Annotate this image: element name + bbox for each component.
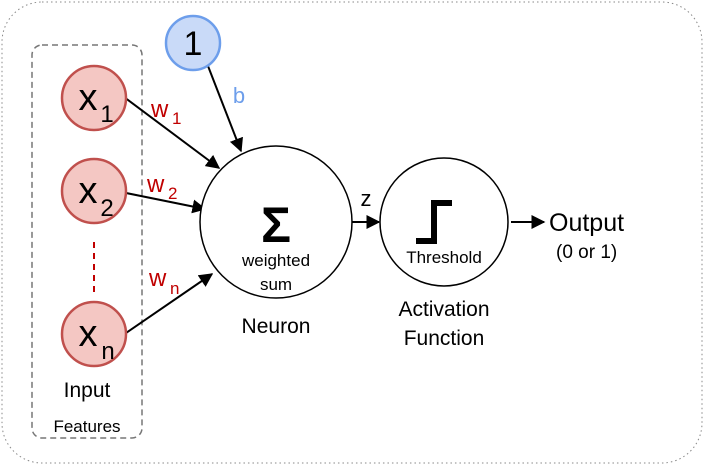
input-label: Input — [64, 379, 111, 402]
edge-bias-to-neuron — [207, 65, 243, 153]
svg-text:w: w — [146, 171, 165, 198]
weight-label-n: w n — [148, 265, 179, 298]
input-node-2-label: x — [79, 170, 98, 212]
activation-caption-line2: Function — [404, 327, 485, 350]
svg-text:w: w — [150, 96, 169, 123]
bias-node — [164, 14, 222, 72]
threshold-label: Threshold — [406, 248, 482, 267]
edge-x2-to-neuron — [125, 192, 207, 214]
input-features-box — [31, 44, 143, 439]
bias-edge-label: b — [233, 83, 245, 108]
input-node-n-subscript: n — [101, 338, 114, 365]
svg-text:n: n — [170, 279, 179, 298]
input-node-n-label: x — [79, 313, 98, 355]
output-label: Output — [549, 209, 624, 237]
svg-text:1: 1 — [172, 109, 181, 128]
output-sublabel: (0 or 1) — [556, 242, 617, 263]
input-node-2: x 2 — [60, 157, 128, 225]
activation-node — [379, 157, 509, 287]
weight-label-1: w 1 — [150, 96, 181, 128]
z-label: z — [361, 186, 372, 211]
features-label: Features — [53, 417, 120, 436]
sigma-symbol: Σ — [261, 197, 291, 253]
activation-caption-line1: Activation — [398, 298, 489, 321]
bias-node-label: 1 — [184, 25, 203, 63]
neuron-node — [199, 145, 353, 299]
weight-label-2: w 2 — [146, 171, 177, 203]
step-function-icon — [416, 200, 452, 244]
neuron-caption: Neuron — [242, 315, 311, 338]
input-node-n: x n — [60, 300, 128, 368]
input-node-2-subscript: 2 — [100, 195, 113, 222]
svg-text:w: w — [148, 265, 167, 292]
neuron-text-weighted: weighted — [241, 251, 310, 270]
edge-x1-to-neuron — [123, 96, 221, 169]
neuron-text-sum: sum — [260, 275, 292, 294]
input-node-1: x 1 — [60, 64, 128, 132]
input-node-1-subscript: 1 — [100, 101, 113, 128]
svg-text:2: 2 — [168, 184, 177, 203]
edge-xn-to-neuron — [125, 273, 214, 334]
input-node-1-label: x — [79, 77, 98, 119]
